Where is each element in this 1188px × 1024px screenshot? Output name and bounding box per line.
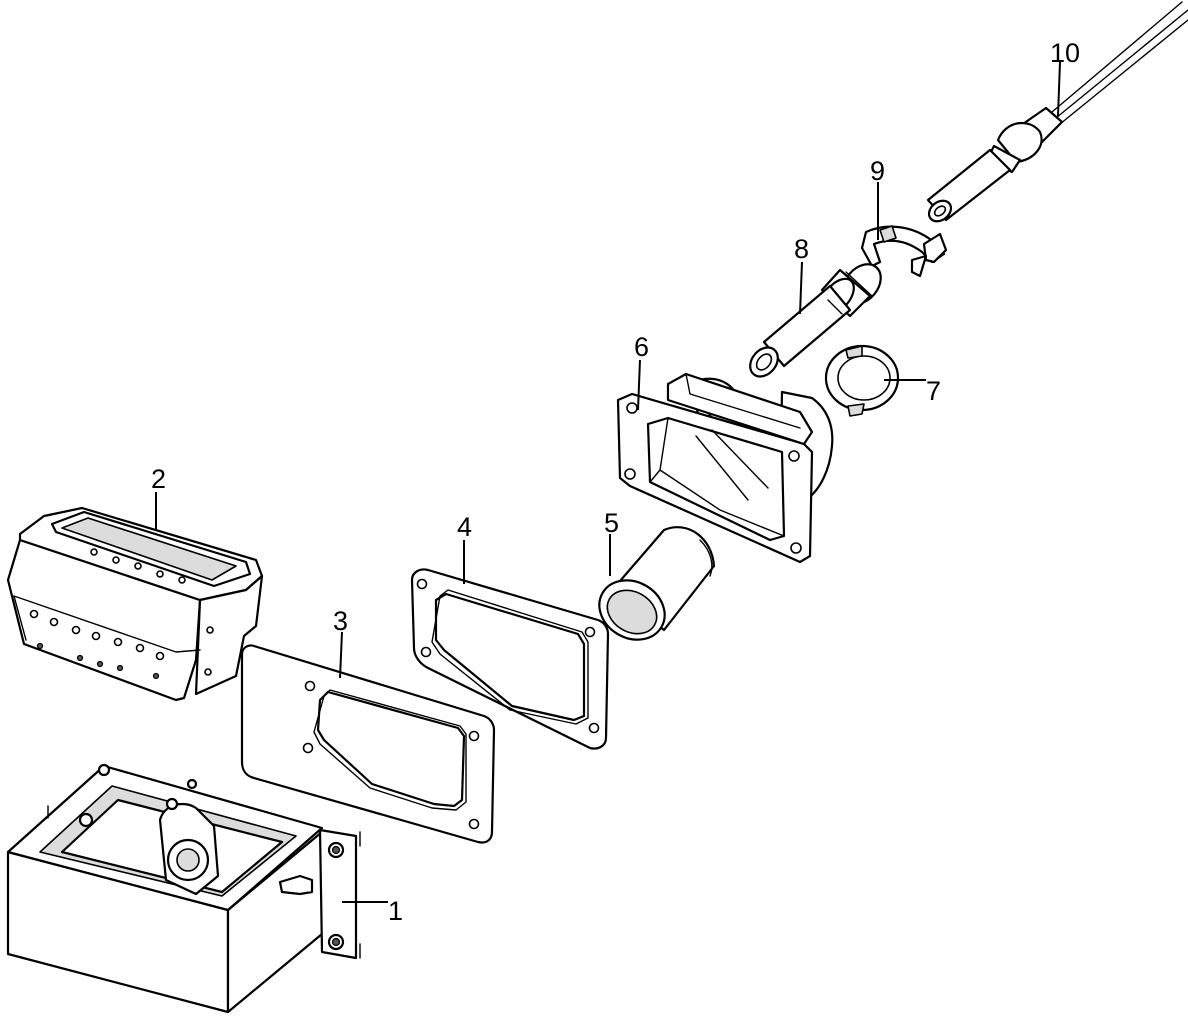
callout-10: 10: [1050, 38, 1080, 68]
hood-icon: [6, 506, 264, 702]
leader-lines: [155, 61, 1061, 903]
callout-3: 3: [333, 606, 348, 636]
callout-5: 5: [604, 508, 619, 538]
callout-8: 8: [794, 234, 809, 264]
retaining-clip-icon: [860, 225, 948, 278]
callout-2: 2: [151, 464, 166, 494]
flat-gasket-icon: [240, 644, 496, 844]
housing-box-icon: [6, 763, 361, 1014]
flanged-adapter-icon: [616, 372, 834, 564]
split-ring-icon: [824, 344, 900, 417]
callout-labels: 1 2 3 4 5 6 7 8 9 10: [151, 38, 1080, 926]
frame-gasket-icon: [410, 568, 610, 750]
sensor-probe-icon: [926, 1, 1188, 223]
callout-1: 1: [388, 896, 403, 926]
sleeve-icon: [598, 526, 716, 641]
callout-7: 7: [926, 376, 941, 406]
connector-insert-icon: [749, 263, 882, 378]
callout-4: 4: [457, 512, 472, 542]
hood-vent-holes: [29, 548, 214, 680]
callout-6: 6: [634, 332, 649, 362]
callout-9: 9: [870, 156, 885, 186]
